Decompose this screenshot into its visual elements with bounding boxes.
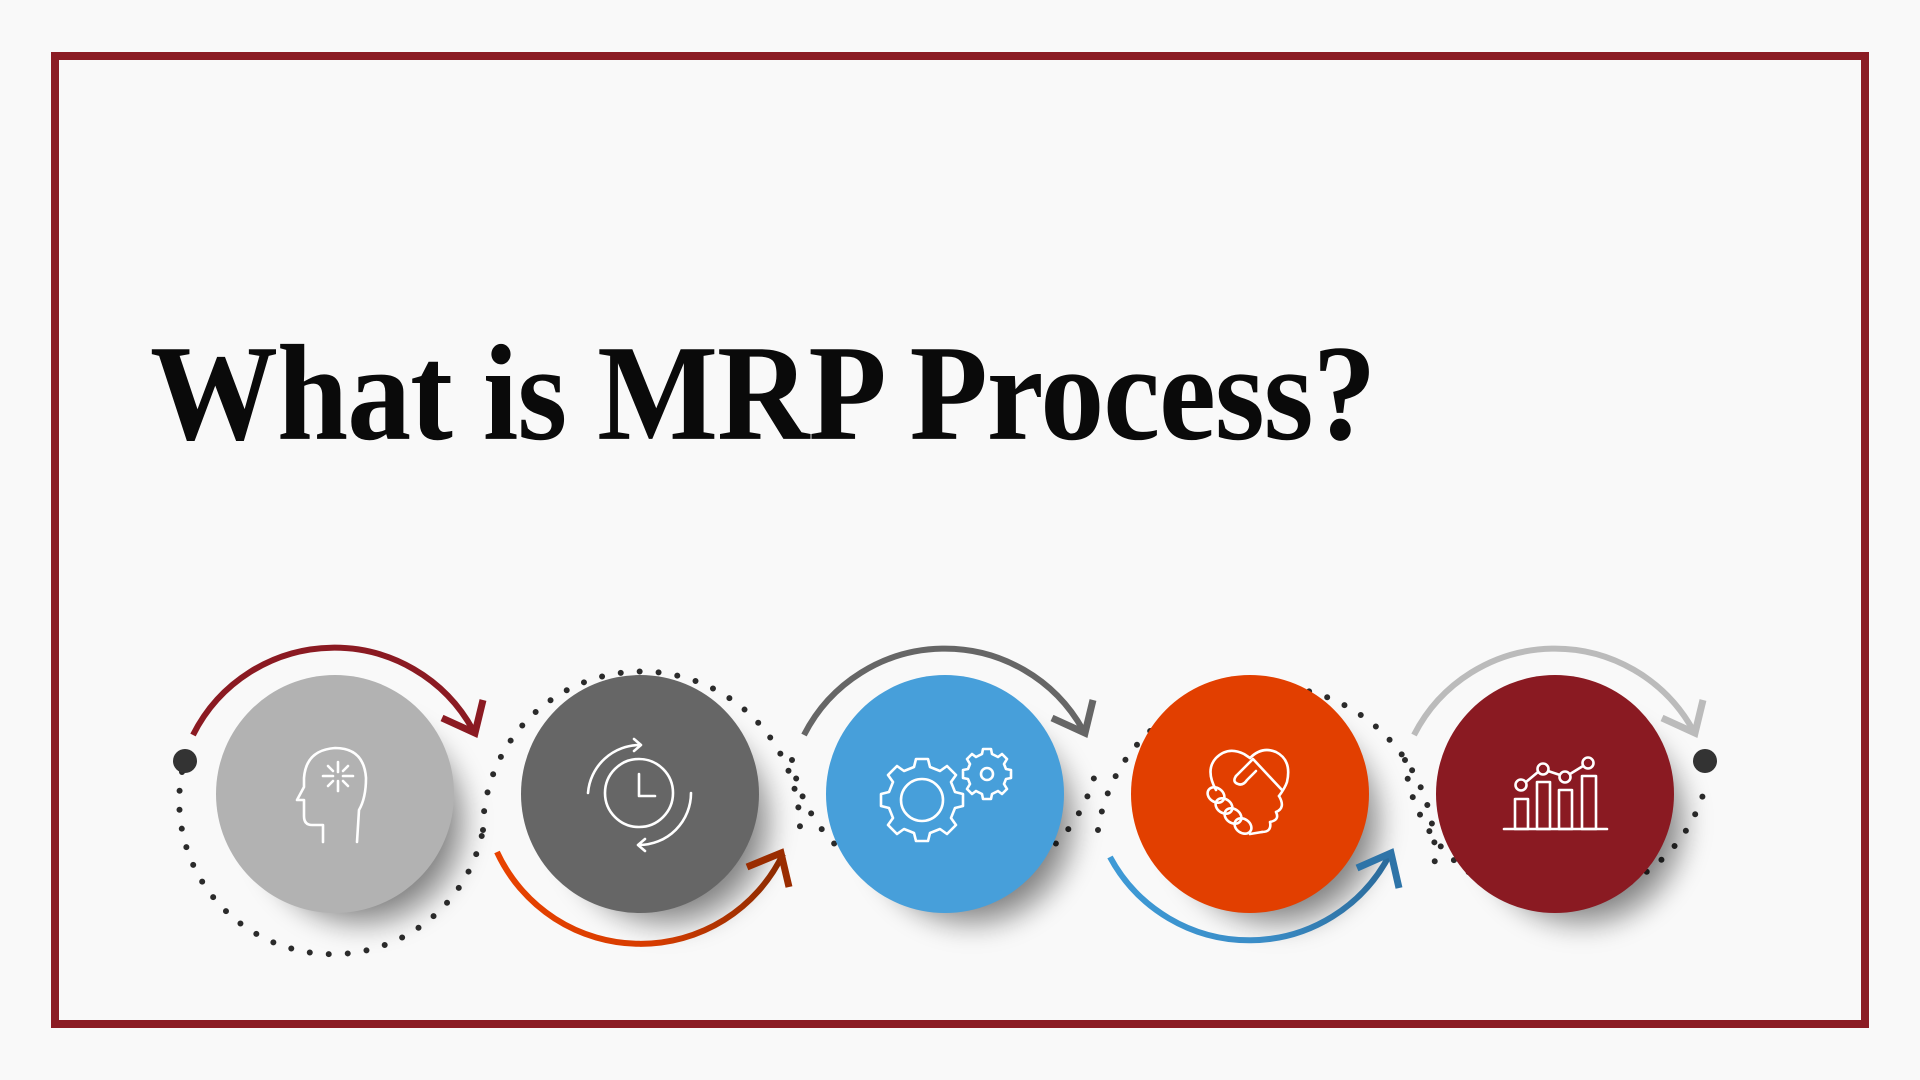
top-arc-arrow-1 xyxy=(190,644,487,738)
bar-line-chart-icon xyxy=(1502,756,1609,831)
step-circle-4 xyxy=(1131,675,1369,913)
step-circle-5 xyxy=(1436,675,1674,913)
step-circle-1 xyxy=(216,675,454,913)
gears-icon xyxy=(879,747,1013,843)
slide-frame xyxy=(51,52,1869,1028)
page-title: What is MRP Process? xyxy=(150,316,1376,469)
end-dot xyxy=(1693,749,1717,773)
clock-cycle-icon xyxy=(586,737,693,853)
bottom-arc-arrow-4 xyxy=(1107,848,1403,944)
head-idea-icon xyxy=(295,746,368,844)
dotted-ring-1 xyxy=(176,769,486,958)
handshake-heart-icon xyxy=(1206,748,1290,836)
step-circle-3 xyxy=(826,675,1064,913)
dotted-ring-2 xyxy=(480,668,803,833)
bottom-arc-arrow-2 xyxy=(494,848,793,947)
top-arc-arrow-5 xyxy=(1411,645,1707,738)
top-arc-arrow-3 xyxy=(801,645,1097,738)
start-dot xyxy=(173,749,197,773)
